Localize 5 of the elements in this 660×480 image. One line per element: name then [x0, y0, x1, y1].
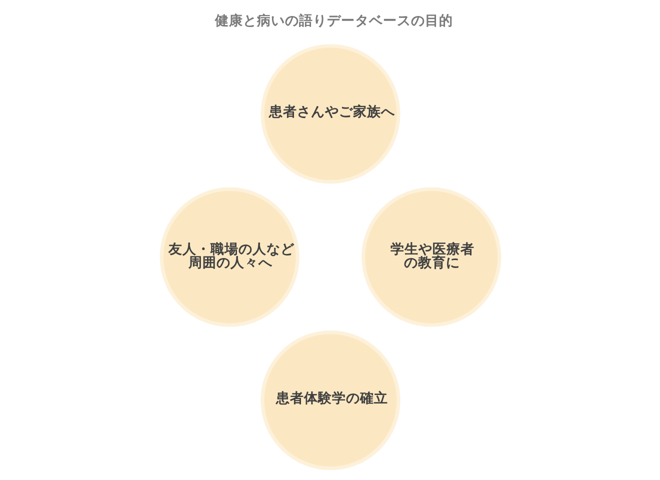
node-circle: 学生や医療者の教育に [361, 187, 501, 327]
node-circle: 友人・職場の人など周囲の人々へ [159, 187, 299, 327]
node-circle: 患者さんやご家族へ [260, 44, 400, 184]
diagram-title: 健康と病いの語りデータベースの目的 [214, 13, 453, 30]
node-circle: 患者体験学の確立 [260, 330, 400, 470]
